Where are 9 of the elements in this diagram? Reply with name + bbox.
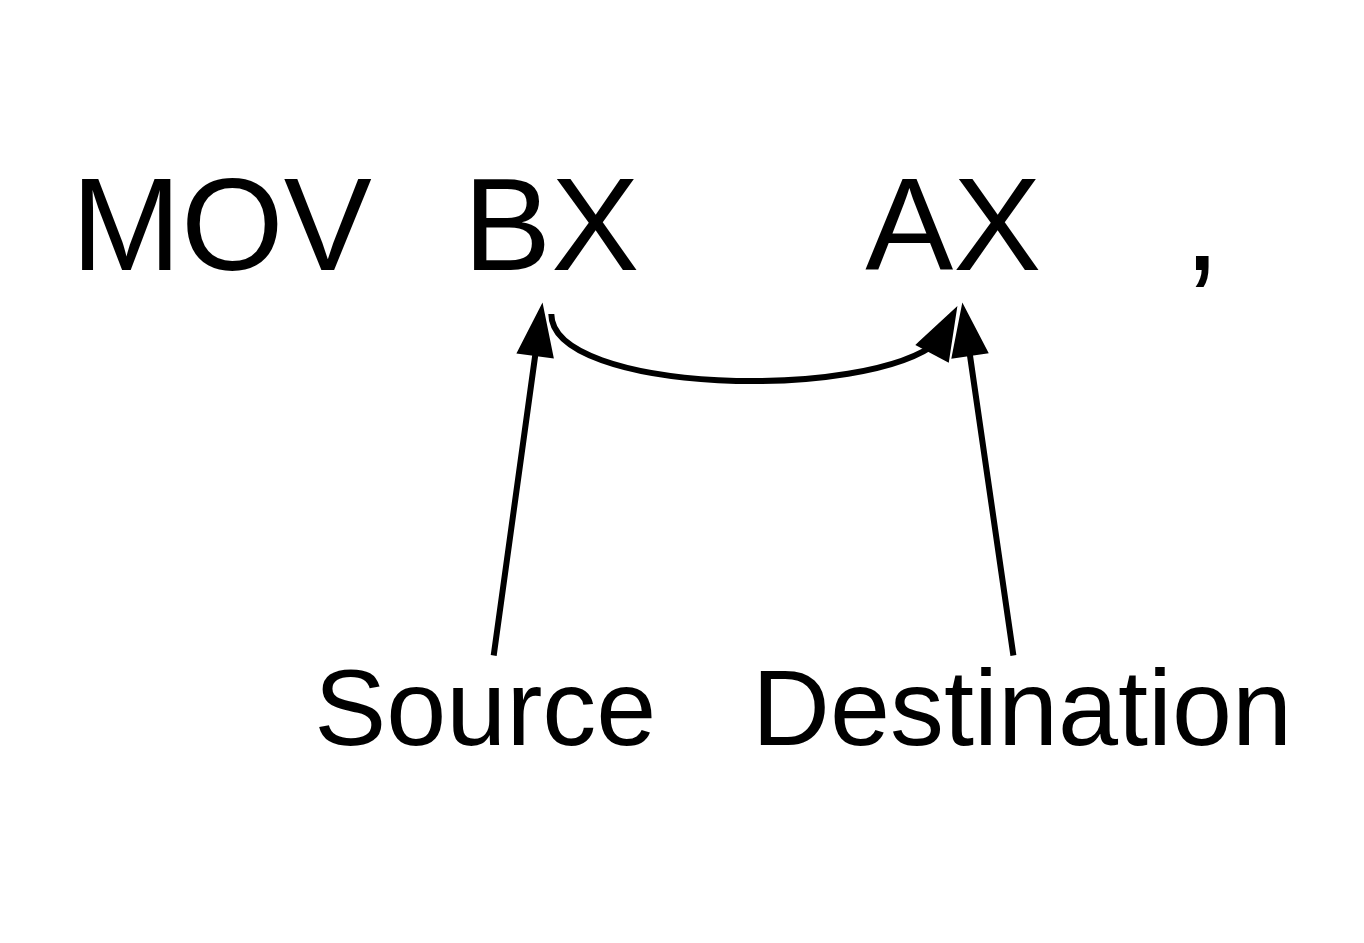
arrow xyxy=(950,302,1016,656)
node-text: AX xyxy=(864,150,1041,298)
label: , xyxy=(1183,150,1220,298)
arrow xyxy=(547,306,957,384)
arrow xyxy=(490,302,554,656)
label: MOV xyxy=(70,150,372,298)
node-text: Destination xyxy=(751,647,1292,769)
node-text: BX xyxy=(462,150,639,298)
node-text: Source xyxy=(313,647,656,769)
